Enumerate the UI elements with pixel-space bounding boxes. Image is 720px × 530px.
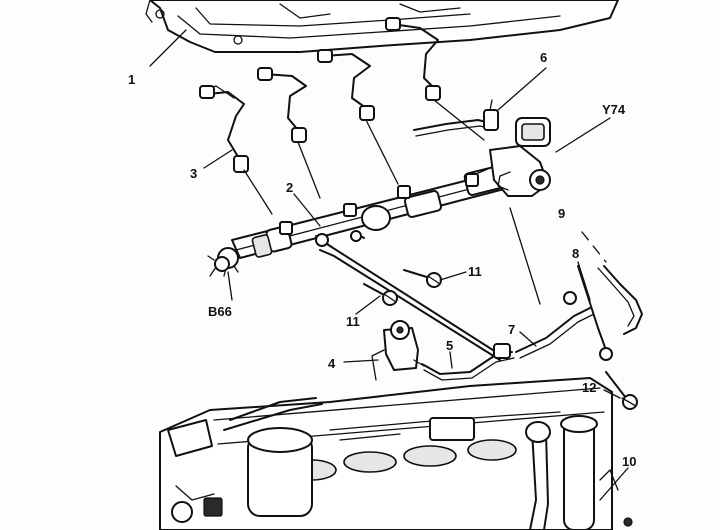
part-2-fuel-rail bbox=[213, 166, 509, 361]
leader-11a bbox=[355, 295, 381, 315]
callout-10: 10 bbox=[622, 454, 636, 469]
part-7-return-hose bbox=[509, 207, 595, 359]
callout-Y74: Y74 bbox=[602, 102, 626, 117]
callout-2: 2 bbox=[286, 180, 293, 195]
leader-11b bbox=[439, 271, 467, 281]
callout-12: 12 bbox=[582, 380, 596, 395]
callout-4: 4 bbox=[328, 356, 336, 371]
part-8-9-hoses bbox=[563, 231, 643, 361]
leader-8 bbox=[577, 261, 591, 301]
callout-5: 5 bbox=[446, 338, 453, 353]
callout-7: 7 bbox=[508, 322, 515, 337]
part-12-bolt bbox=[605, 371, 638, 410]
leader-12 bbox=[603, 389, 621, 399]
leader-2 bbox=[293, 193, 321, 227]
callout-1: 1 bbox=[128, 72, 135, 87]
part-Y74-pressure-regulator bbox=[475, 117, 551, 197]
callout-8: 8 bbox=[572, 246, 579, 261]
leader-7 bbox=[519, 331, 537, 347]
callout-6: 6 bbox=[540, 50, 547, 65]
callout-9: 9 bbox=[558, 206, 565, 221]
part-5-fuel-feed-line bbox=[421, 343, 515, 381]
part-1-intake-cover bbox=[145, 0, 619, 53]
part-3-injector-lines bbox=[199, 17, 485, 215]
engine-block bbox=[159, 377, 633, 530]
leader-B66 bbox=[227, 271, 233, 301]
part-11-bolts bbox=[363, 269, 442, 306]
leader-1 bbox=[149, 29, 187, 67]
part-B66-sensor bbox=[207, 255, 230, 277]
part-4-bracket bbox=[371, 320, 425, 381]
callout-B66: B66 bbox=[208, 304, 232, 319]
part-6-vacuum-hose bbox=[413, 99, 499, 137]
leader-4 bbox=[343, 359, 379, 363]
leader-6 bbox=[497, 67, 547, 111]
leader-Y74 bbox=[555, 117, 611, 153]
leader-10 bbox=[599, 467, 629, 501]
leader-5 bbox=[449, 351, 453, 369]
callout-labels: 1 2 3 4 5 6 7 8 9 10 11 11 12 Y74 B66 bbox=[128, 50, 636, 469]
callout-11-left: 11 bbox=[346, 314, 360, 329]
leader-lines bbox=[149, 29, 629, 501]
callout-11-right: 11 bbox=[468, 264, 482, 279]
callout-3: 3 bbox=[190, 166, 197, 181]
leader-3 bbox=[203, 149, 233, 169]
